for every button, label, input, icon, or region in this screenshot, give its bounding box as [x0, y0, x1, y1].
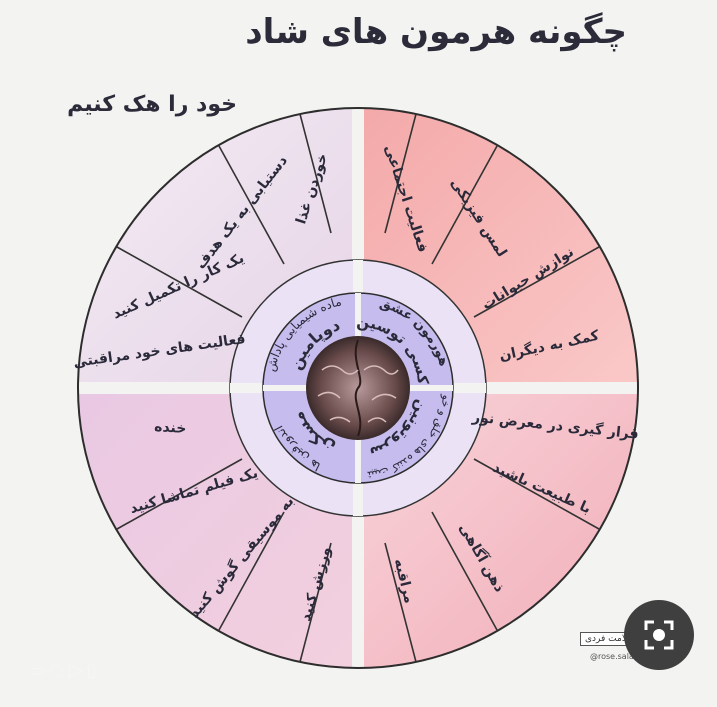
page-subtitle: خود را هک کنیم [67, 92, 237, 117]
segment-dividers [116, 113, 600, 663]
send-icon[interactable]: ▷ [68, 660, 87, 681]
brand-handle: @rose.salamat [590, 652, 650, 661]
link-icon[interactable]: ◌ [49, 660, 69, 681]
activity-endorphin-1: خنده [154, 419, 187, 437]
visual-search-button[interactable] [624, 600, 694, 670]
page-title: چگونه هرمون های شاد [245, 12, 627, 52]
action-icons: ▭◌▷▯ [28, 660, 100, 681]
lens-icon [644, 620, 674, 650]
bookmark-icon[interactable]: ▯ [86, 660, 101, 681]
chat-icon[interactable]: ▭ [28, 660, 50, 681]
wheel-outline [77, 107, 639, 669]
